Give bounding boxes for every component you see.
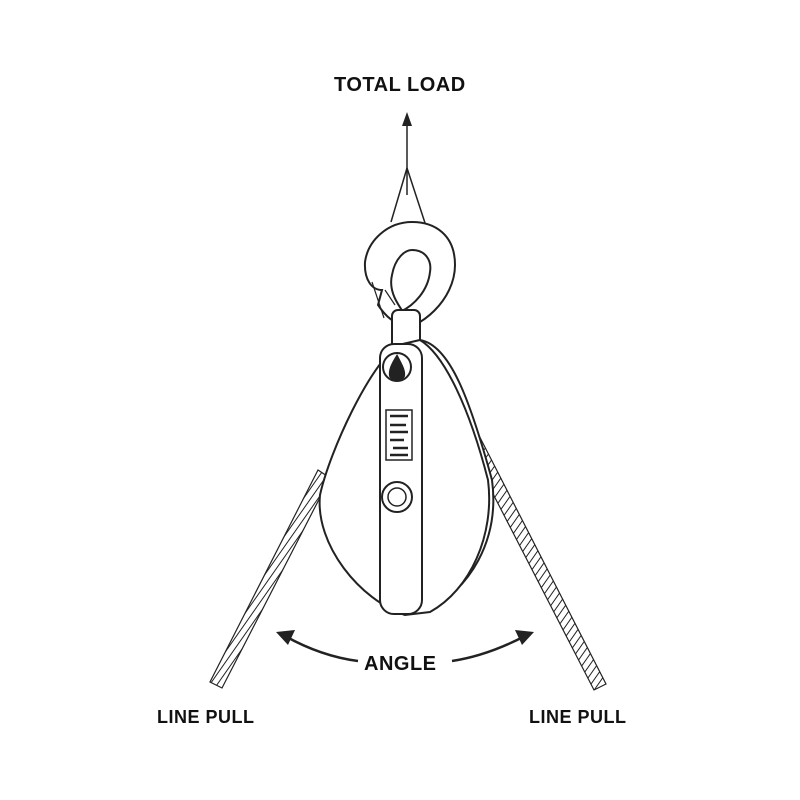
hook	[363, 220, 457, 351]
angle-arrowhead-right	[515, 630, 534, 645]
angle-arrow	[284, 634, 526, 663]
sling	[390, 167, 427, 227]
total-load-label: TOTAL LOAD	[334, 74, 466, 96]
angle-label: ANGLE	[364, 653, 437, 675]
line-pull-left-label: LINE PULL	[157, 707, 255, 727]
total-load-arrow	[402, 112, 412, 195]
center-strap	[379, 343, 423, 615]
rope-left	[209, 469, 331, 689]
angle-arrowhead-left	[276, 630, 295, 645]
line-pull-right-label: LINE PULL	[529, 707, 627, 727]
block-body	[318, 338, 495, 617]
